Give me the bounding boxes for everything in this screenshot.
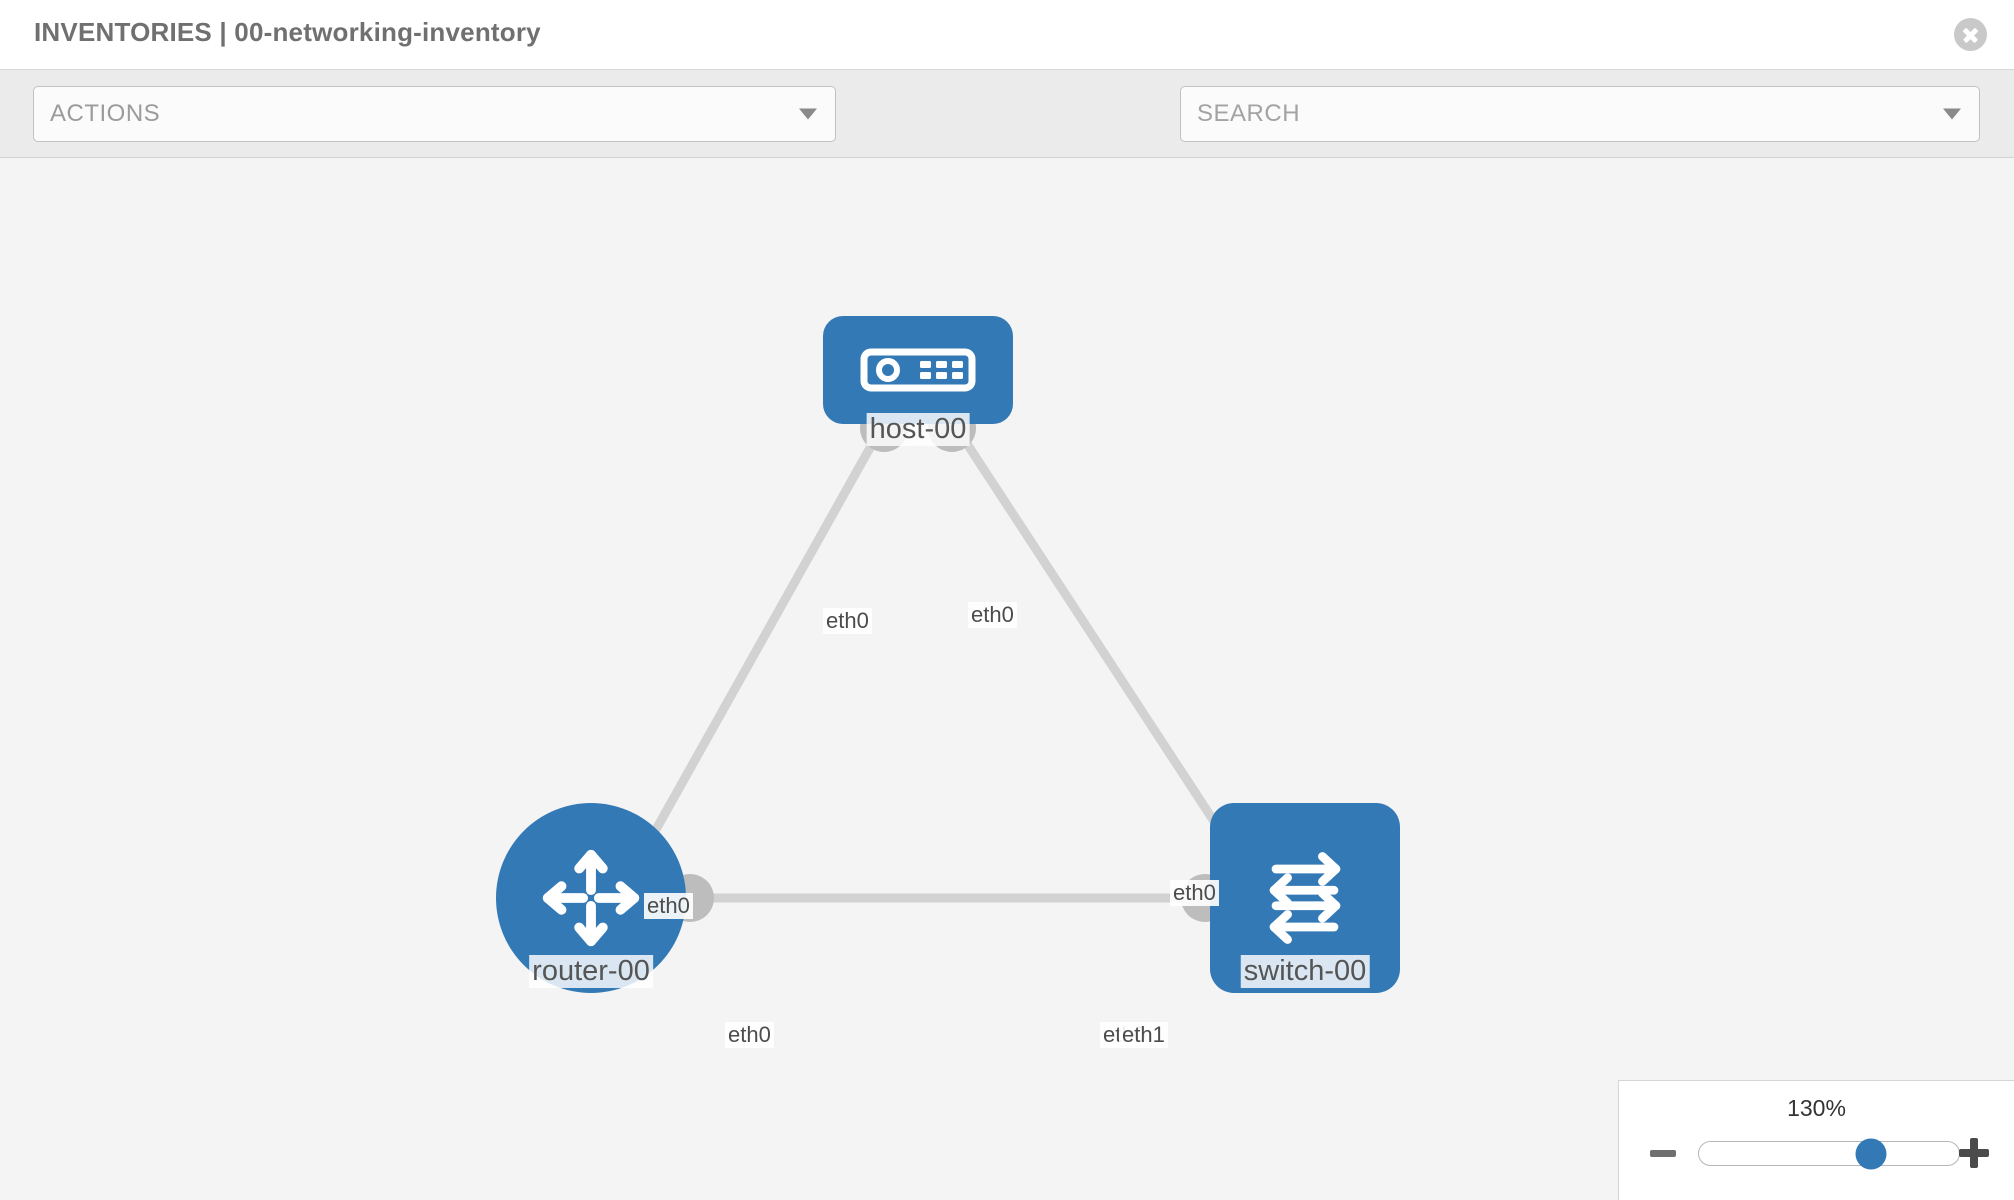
zoom-slider-row [1619, 1131, 2014, 1175]
close-icon[interactable] [1954, 18, 1987, 51]
iface-label-router-up[interactable]: eth0 [644, 893, 693, 919]
zoom-control-panel: 130% [1618, 1080, 2014, 1200]
iface-label-switch-up[interactable]: eth0 [1170, 880, 1219, 906]
actions-dropdown-label: ACTIONS [50, 100, 161, 127]
link-host-switch[interactable] [954, 427, 1242, 861]
iface-label-switch-left[interactable]: eth1 [1119, 1022, 1168, 1048]
page-title: INVENTORIES | 00-networking-inventory [34, 17, 541, 47]
topology-node-switch[interactable]: switch-00 [1210, 803, 1400, 993]
topology-node-label-router: router-00 [529, 955, 653, 988]
search-placeholder: SEARCH [1197, 100, 1301, 127]
chevron-down-icon [1943, 108, 1961, 120]
page-header: INVENTORIES | 00-networking-inventory [0, 0, 2014, 70]
zoom-level-value: 130% [1787, 1095, 1846, 1121]
link-host-router[interactable] [636, 427, 884, 861]
toolbar: ACTIONS SEARCH [0, 70, 2014, 197]
topology-node-label-host: host-00 [866, 413, 970, 446]
topology-node-host[interactable]: host-00 [823, 316, 1013, 446]
actions-dropdown[interactable]: ACTIONS [33, 86, 836, 142]
iface-label-host-left[interactable]: eth0 [823, 608, 872, 634]
iface-label-host-right[interactable]: eth0 [968, 602, 1017, 628]
search-input[interactable]: SEARCH [1180, 86, 1980, 142]
zoom-slider-thumb[interactable] [1855, 1138, 1887, 1169]
chevron-down-icon [799, 108, 817, 120]
topology-canvas[interactable]: host-00 router-00 [0, 158, 2014, 1200]
zoom-in-button[interactable] [1954, 1131, 1994, 1175]
topology-links-layer [636, 404, 1261, 922]
zoom-slider-track[interactable] [1698, 1138, 1960, 1169]
zoom-out-button[interactable] [1645, 1131, 1685, 1175]
server-device-icon [823, 316, 1013, 424]
topology-node-label-switch: switch-00 [1240, 955, 1370, 988]
iface-label-router-right[interactable]: eth0 [725, 1022, 774, 1048]
